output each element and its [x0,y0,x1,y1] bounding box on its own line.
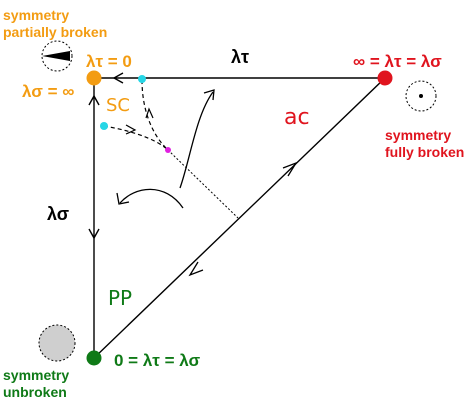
dashed-line-left [103,125,169,151]
dotted-line [167,149,239,219]
multicritical-point [165,147,171,153]
right-point-label: ∞ = λτ = λσ [353,52,442,71]
bottom-corner-title-line1: symmetry [3,367,69,383]
left-corner-title-line1: symmetry [3,7,69,23]
right-corner-title-line1: symmetry [385,127,451,143]
ac-label: ac [284,105,310,130]
flow-curve-lower [119,188,184,209]
unbroken-icon [38,324,76,362]
fixed-point-ac [377,70,393,86]
dashed-arrow-upper [145,107,154,119]
left-edge-arrow-1 [88,94,100,106]
bottom-point-label: 0 = λτ = λσ [114,351,200,370]
flow-curve-upper-arrow [203,89,215,101]
fixed-point-sc [86,70,102,86]
critical-point-top [138,75,146,83]
top-edge-arrow [112,72,124,84]
bottom-corner-title-line2: unbroken [3,384,67,400]
flow-curve-upper [179,91,214,189]
dashed-arrow-left [125,124,137,135]
fixed-point-pp [86,350,102,366]
sc-label: SC [106,95,130,116]
hyp-arrow-upper [282,161,298,177]
critical-point-left [100,122,108,130]
hypotenuse-edge [93,77,386,359]
right-corner-title-line2: fully broken [385,144,464,160]
flow-curve-lower-arrow [116,192,130,205]
top-edge-label: λτ [231,47,249,67]
partially-broken-icon [41,40,73,72]
lambda-sigma-inf-label: λσ = ∞ [22,82,74,101]
left-edge-label: λσ [47,204,69,224]
dashed-line-top [141,79,169,151]
left-corner-title-line2: partially broken [3,24,107,40]
hyp-arrow-lower [188,261,204,277]
pp-label: PP [108,286,132,310]
left-edge-arrow-2 [88,228,100,240]
fully-broken-icon [405,80,437,112]
lambda-tau-zero-label: λτ = 0 [86,52,132,71]
